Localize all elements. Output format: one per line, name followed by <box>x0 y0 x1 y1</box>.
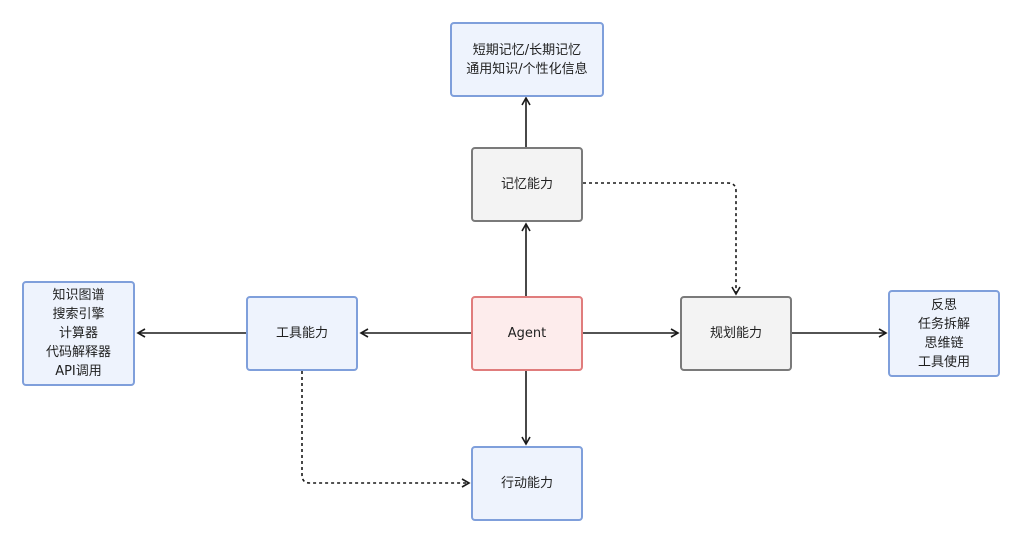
tools-info-label-line: API调用 <box>55 364 102 379</box>
memory-label-line: 记忆能力 <box>500 177 553 192</box>
tools-info-label-line: 代码解释器 <box>45 345 111 360</box>
tools-info-label-line: 搜索引擎 <box>52 307 105 322</box>
agent-box: Agent <box>471 296 583 371</box>
tools-label-line: 工具能力 <box>275 326 328 341</box>
tools-box: 工具能力 <box>246 296 358 371</box>
planning-info-label-line: 任务拆解 <box>917 316 970 332</box>
memory-box: 记忆能力 <box>471 147 583 222</box>
tools-info-label-line: 知识图谱 <box>52 288 105 303</box>
tools-info-label-line: 计算器 <box>58 326 98 341</box>
action-box: 行动能力 <box>471 446 583 521</box>
planning-info-label-line: 思维链 <box>924 335 964 351</box>
dashed-arrow-tools-to-action <box>301 371 471 488</box>
agent-label-line: Agent <box>507 326 547 341</box>
dashed-arrow-memory-to-planning <box>583 182 741 296</box>
action-label-line: 行动能力 <box>500 476 553 491</box>
tools-info-box: 知识图谱搜索引擎计算器代码解释器 API调用 <box>22 281 135 386</box>
planning-info-label-line: 反思 <box>930 297 957 313</box>
planning-label-line: 规划能力 <box>709 326 762 341</box>
planning-info-label-line: 工具使用 <box>917 354 970 370</box>
memory-info-label-line: 短期记忆/长期记忆 <box>472 42 582 58</box>
memory-info-label-line: 通用知识/个性化信息 <box>466 61 588 77</box>
planning-box: 规划能力 <box>680 296 792 371</box>
memory-info-box: 短期记忆/长期记忆通用知识/个性化信息 <box>450 22 604 97</box>
planning-info-box: 反思任务拆解思维链工具使用 <box>888 290 1000 377</box>
